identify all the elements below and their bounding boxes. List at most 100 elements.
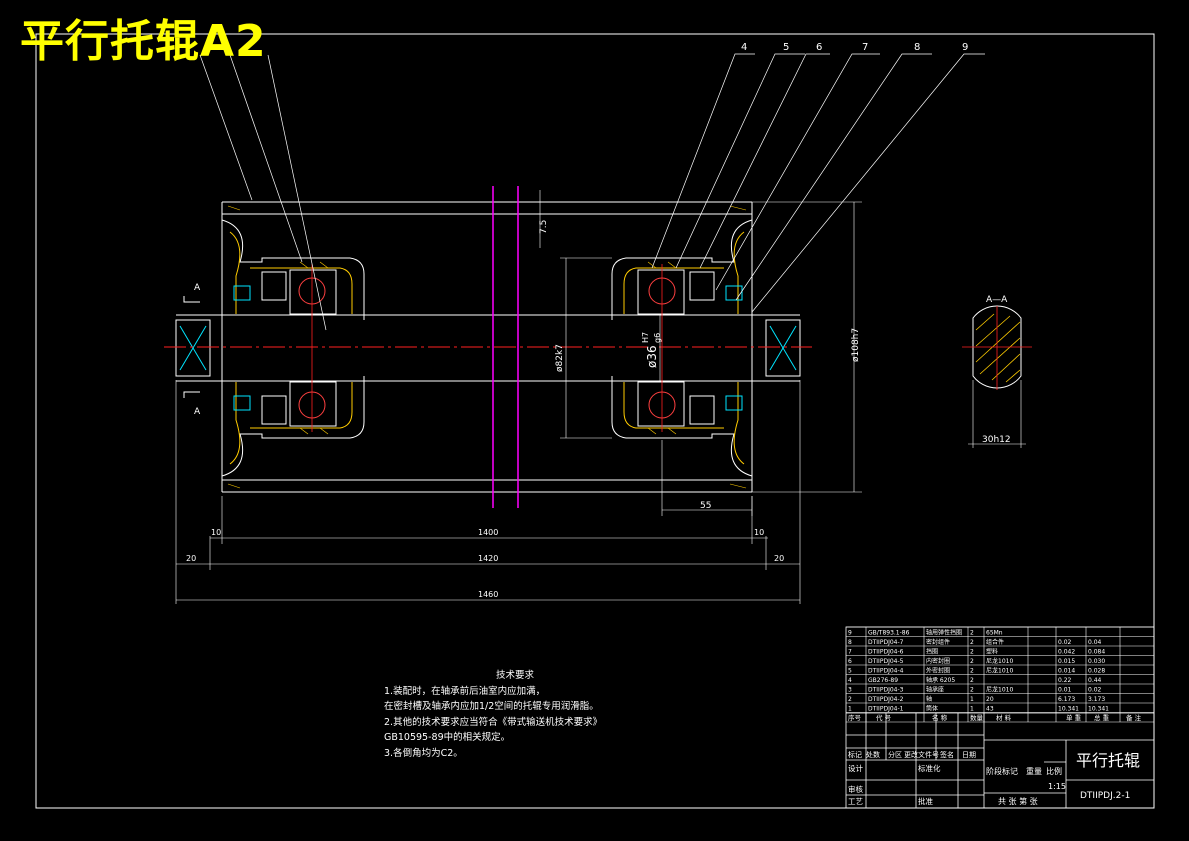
bom-cell-mat: 尼龙1010 (986, 667, 1013, 675)
section-cut-markers (183, 296, 200, 398)
bom-cell-qty: 2 (970, 677, 974, 684)
bom-cell-qty: 2 (970, 687, 974, 694)
bom-cell-code: DTIIPDJ04-5 (868, 658, 904, 665)
bom-cell-no: 2 (848, 696, 852, 703)
section-hatching (227, 205, 747, 489)
bom-cell-code: DTIIPDJ04-7 (868, 639, 904, 646)
technical-notes: 技术要求 1.装配时，在轴承前后油室内应加满， 在密封槽及轴承内应加1/2空间的… (384, 668, 602, 761)
bom-cell-mat: 43 (986, 706, 994, 713)
bom-cell-total: 0.028 (1088, 668, 1105, 675)
bom-header-cell: 数量 (970, 713, 984, 722)
bom-cell-mat: 组合件 (986, 638, 1004, 646)
bom-cell-unit: 6.173 (1058, 696, 1075, 703)
bom-cell-total: 0.44 (1088, 677, 1102, 684)
dim-shaft-fit-upper: H7 (641, 332, 650, 343)
dim-bore-housing: ø82k7 (555, 344, 565, 372)
bom-cell-mat: 尼龙1010 (986, 686, 1013, 694)
bom-cell-qty: 2 (970, 639, 974, 646)
bom-cell-name: 挡圈 (926, 648, 938, 656)
revision-label: 更改文件号 (904, 750, 939, 759)
bom-cell-no: 4 (848, 677, 852, 684)
callout-8: 8 (914, 42, 920, 53)
title-block (845, 626, 1155, 809)
bom-cell-total: 3.173 (1088, 696, 1105, 703)
tb-design: 设计 (848, 763, 863, 773)
tb-approve: 批准 (918, 796, 933, 806)
revision-label: 签名 (940, 750, 954, 759)
dim-body-length: 1420 (478, 554, 498, 563)
tb-process: 工艺 (848, 797, 863, 806)
tb-scale: 1:15 (1048, 782, 1066, 791)
section-cut-label-bottom: A (194, 407, 201, 417)
bom-header-cell: 单 重 (1066, 713, 1082, 722)
revision-label: 日期 (962, 751, 976, 759)
bom-header-cell: 材 料 (996, 713, 1012, 722)
callout-6: 6 (816, 42, 822, 53)
callout-4: 4 (741, 42, 747, 53)
tech-note-line: GB10595-89中的相关规定。 (384, 732, 511, 743)
callout-7: 7 (862, 42, 868, 53)
revision-label: 分区 (888, 750, 902, 759)
dim-tube-length: 1400 (478, 528, 498, 537)
bom-cell-qty: 2 (970, 668, 974, 675)
bom-header-cell: 总 重 (1094, 713, 1110, 722)
bom-header-cell: 备 注 (1126, 713, 1142, 722)
bom-cell-qty: 2 (970, 649, 974, 656)
bom-cell-code: DTIIPDJ04-4 (868, 668, 904, 675)
callout-labels: 4 5 6 7 8 9 (741, 42, 968, 53)
tb-scale-label: 比例 (1046, 766, 1062, 776)
bom-cell-name: 轴承 6205 (926, 676, 955, 684)
bom-cell-qty: 2 (970, 658, 974, 665)
bom-cell-mat: 塑料 (986, 648, 998, 656)
tech-note-line: 1.装配时，在轴承前后油室内应加满， (384, 685, 546, 697)
tb-drawing-no: DTIIPDJ.2-1 (1080, 791, 1130, 801)
dim-total-length: 1460 (478, 590, 498, 599)
tb-stage-mark: 阶段标记 (986, 766, 1018, 776)
bom-cell-code: DTIIPDJ04-2 (868, 696, 904, 703)
bom-cell-unit: 10.341 (1058, 706, 1079, 713)
drawing-title: 平行托辊A2 (20, 16, 267, 67)
dim-gap-right: 10 (754, 528, 764, 537)
bom-cell-total: 0.030 (1088, 658, 1105, 665)
bom-cell-total: 0.084 (1088, 649, 1105, 656)
dim-bearing-offset: 55 (700, 501, 711, 511)
bom-cell-name: 轴承座 (926, 686, 944, 694)
bom-cell-unit: 0.014 (1058, 668, 1075, 675)
tb-weight: 重量 (1026, 766, 1042, 776)
bom-cell-no: 7 (848, 649, 852, 656)
bom-cell-code: DTIIPDJ04-3 (868, 687, 904, 694)
bom-cell-no: 5 (848, 668, 852, 675)
drawing-frame (35, 33, 1155, 809)
bom-cell-name: 密封组件 (926, 638, 950, 646)
callout-9: 9 (962, 42, 968, 53)
section-cut-label-top: A (194, 283, 201, 293)
dim-tube-dia: ø108h7 (851, 328, 861, 362)
bom-cell-code: DTIIPDJ04-6 (868, 649, 904, 656)
bom-cell-no: 6 (848, 658, 852, 665)
bom-cell-unit: 0.042 (1058, 649, 1075, 656)
bom-cell-unit: 0.01 (1058, 687, 1072, 694)
bom-cell-mat: 65Mn (986, 630, 1003, 637)
bom-cell-unit: 0.02 (1058, 639, 1072, 646)
tb-part-name: 平行托辊 (1076, 751, 1140, 770)
bom-cell-qty: 1 (970, 706, 974, 713)
bom-cell-qty: 1 (970, 696, 974, 703)
tb-standardize: 标准化 (918, 763, 941, 773)
bom-cell-no: 9 (848, 630, 852, 637)
dimension-lines (175, 190, 862, 604)
dim-shaft-fit-lower: g6 (653, 333, 662, 343)
callout-5: 5 (783, 42, 789, 53)
tech-note-line: 3.各倒角均为C2。 (384, 747, 463, 759)
bom-cell-name: 轴 (926, 695, 932, 703)
bom-cell-no: 8 (848, 639, 852, 646)
section-view-aa: A—A 30h12 (962, 295, 1032, 448)
bom-cell-unit: 0.015 (1058, 658, 1075, 665)
tech-note-line: 在密封槽及轴承内应加1/2空间的托辊专用润滑脂。 (384, 701, 599, 712)
tech-notes-heading: 技术要求 (496, 670, 535, 681)
bom-cell-mat: 20 (986, 696, 994, 703)
bom-cell-total: 0.02 (1088, 687, 1102, 694)
bom-cell-qty: 2 (970, 630, 974, 637)
bom-cell-name: 筒体 (926, 705, 938, 713)
dim-shaft-end-left: 20 (186, 554, 196, 563)
